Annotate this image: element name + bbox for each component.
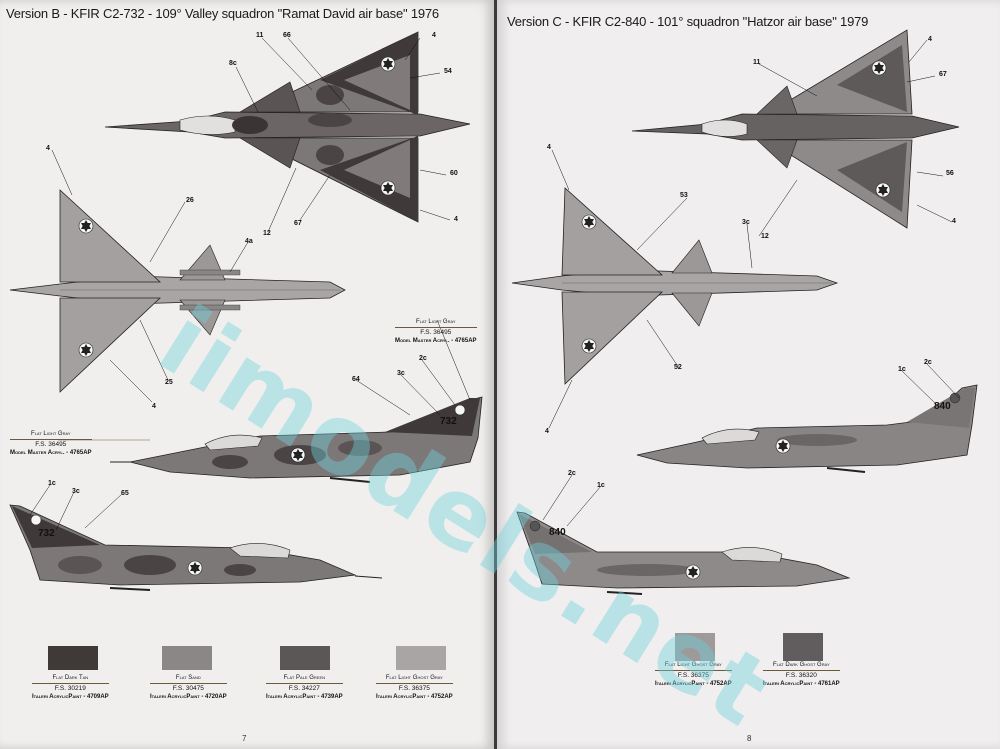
tail-number: 840: [934, 401, 951, 412]
callout-number: 2c: [568, 470, 576, 477]
callout-number: 4: [952, 218, 956, 225]
callout-number: 4: [432, 32, 436, 39]
callout-number: 4: [46, 145, 50, 152]
callout-number: 11: [753, 59, 761, 66]
callout-number: 4a: [245, 238, 253, 245]
color-reference-top: Flat Light Gray F.S. 36495 Model Master …: [395, 319, 477, 344]
color-swatch: [783, 633, 823, 661]
callout-number: 4: [547, 144, 551, 151]
callout-number: 4: [545, 428, 549, 435]
callout-number: 26: [186, 197, 194, 204]
callout-number: 2c: [924, 359, 932, 366]
tail-number: 732: [440, 416, 457, 427]
page-number: 7: [242, 734, 247, 743]
page-number: 8: [747, 734, 752, 743]
right-page-title: Version C - KFIR C2-840 - 101° squadron …: [507, 14, 869, 29]
page-gutter: [494, 0, 497, 749]
callout-number: 1c: [48, 480, 56, 487]
side-view-left-aircraft: [516, 511, 851, 595]
callout-number: 12: [761, 233, 769, 240]
right-page: Version C - KFIR C2-840 - 101° squadron …: [497, 0, 1000, 749]
callout-number: 52: [674, 364, 682, 371]
callout-number: 53: [680, 192, 688, 199]
right-page-drawings: [511, 29, 978, 595]
side-view-right-aircraft: [636, 384, 978, 473]
top-view-aircraft: [631, 29, 960, 229]
swatch-label: Flat Sand F.S. 30475 Italeri AcrylicPain…: [150, 675, 227, 700]
callout-number: 3c: [72, 488, 80, 495]
bottom-view-aircraft: [9, 189, 346, 393]
callout-number: 64: [352, 376, 360, 383]
tail-number: 732: [38, 528, 55, 539]
callout-number: 4: [454, 216, 458, 223]
color-swatch: [675, 633, 715, 661]
swatch-label: Flat Dark Tan F.S. 30219 Italeri Acrylic…: [32, 675, 109, 700]
callout-number: 8c: [229, 60, 237, 67]
left-page: Version B - KFIR C2-732 - 109° Valley sq…: [0, 0, 494, 749]
swatch-label: Flat Light Ghost Gray F.S. 36375 Italeri…: [655, 662, 732, 687]
side-view-right-aircraft: [110, 396, 483, 483]
callout-leader-lines: [542, 39, 960, 527]
callout-number: 56: [946, 170, 954, 177]
callout-number: 66: [283, 32, 291, 39]
callout-number: 11: [256, 32, 264, 39]
color-reference-side: Flat Light Gray F.S. 36495 Model Master …: [10, 431, 92, 456]
top-view-aircraft: [104, 31, 471, 223]
callout-number: 1c: [597, 482, 605, 489]
callout-number: 1c: [898, 366, 906, 373]
left-page-drawings: [9, 31, 483, 591]
swatch-label: Flat Pale Green F.S. 34227 Italeri Acryl…: [266, 675, 343, 700]
color-swatch: [280, 646, 330, 670]
callout-number: 65: [121, 490, 129, 497]
callout-number: 4: [152, 403, 156, 410]
callout-number: 67: [294, 220, 302, 227]
color-swatch: [162, 646, 212, 670]
callout-number: 12: [263, 230, 271, 237]
callout-number: 54: [444, 68, 452, 75]
callout-number: 3c: [742, 219, 750, 226]
callout-number: 25: [165, 379, 173, 386]
callout-number: 3c: [397, 370, 405, 377]
bottom-view-aircraft: [511, 187, 839, 385]
color-swatch: [396, 646, 446, 670]
left-page-title: Version B - KFIR C2-732 - 109° Valley sq…: [6, 6, 439, 21]
callout-leader-lines: [29, 37, 471, 531]
tail-number: 840: [549, 527, 566, 538]
swatch-label: Flat Dark Ghost Gray F.S. 36320 Italeri …: [763, 662, 840, 687]
callout-number: 67: [939, 71, 947, 78]
callout-number: 60: [450, 170, 458, 177]
swatch-label: Flat Light Ghost Gray F.S. 36375 Italeri…: [376, 675, 453, 700]
side-view-left-aircraft: [9, 504, 383, 591]
color-swatch: [48, 646, 98, 670]
callout-number: 4: [928, 36, 932, 43]
callout-number: 2c: [419, 355, 427, 362]
